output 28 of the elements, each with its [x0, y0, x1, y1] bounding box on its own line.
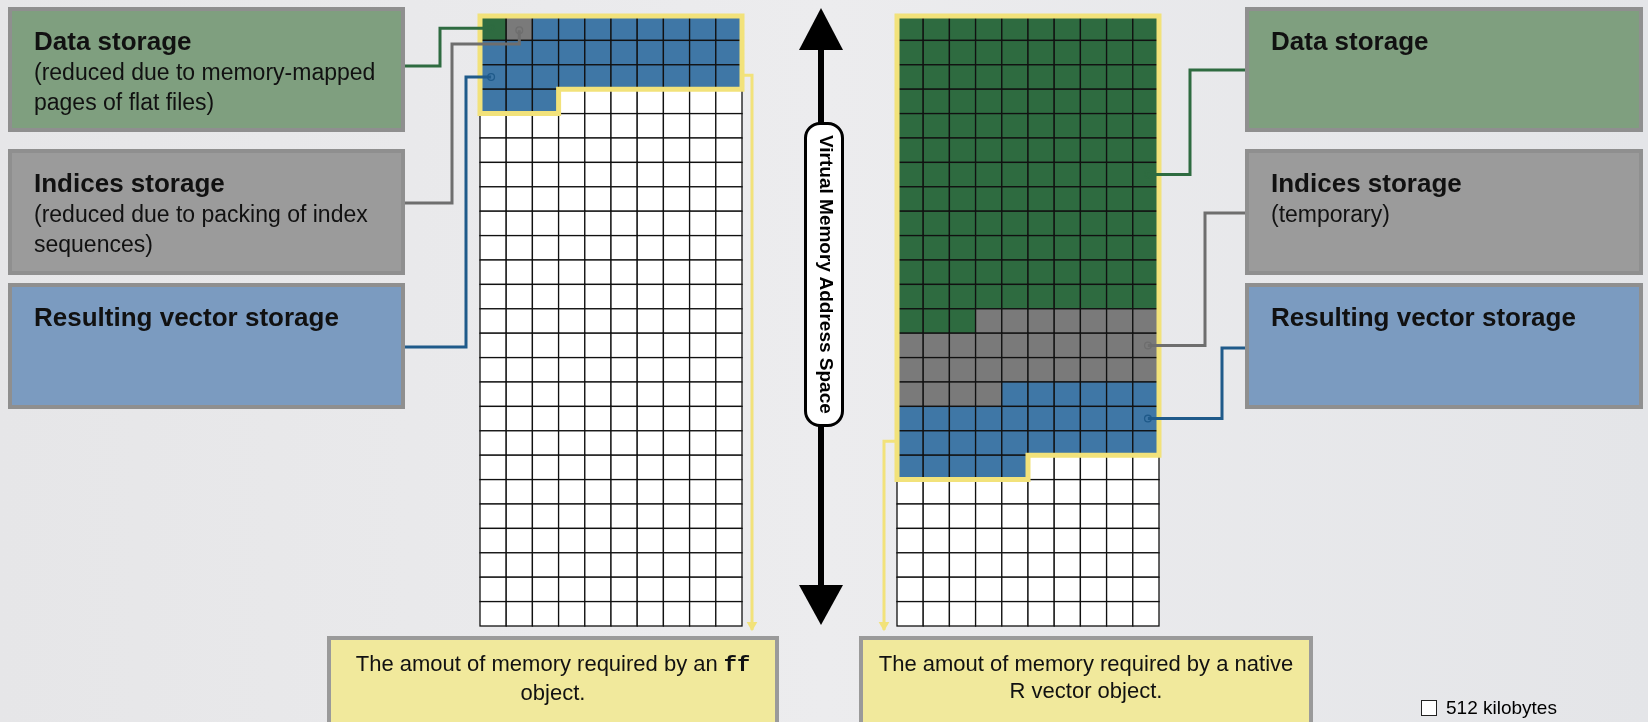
box-description: (reduced due to packing of index sequences) [34, 200, 369, 259]
box-description: (temporary) [1271, 200, 1391, 229]
arrow [878, 439, 895, 632]
leader-line [405, 73, 496, 349]
box-heading: Indices storage [34, 167, 226, 199]
callout-text: The amout of memory required by a native R vector object. [878, 651, 1294, 703]
label-box [1245, 149, 1643, 275]
leader-line [1143, 211, 1245, 350]
label-box [8, 149, 405, 275]
arrow [744, 73, 758, 632]
box-heading: Data storage [34, 25, 193, 57]
box-heading: Data storage [1271, 25, 1430, 57]
box-description: (reduced due to memory-mapped pages of flat files) [34, 58, 377, 117]
box-heading: Resulting vector storage [34, 301, 340, 333]
label-box [8, 7, 405, 132]
leader-line [1143, 346, 1245, 423]
label-box [1245, 283, 1643, 409]
box-heading: Indices storage [1271, 167, 1463, 199]
leader-line [405, 26, 524, 205]
axis-label: Virtual Memory Address Space [804, 122, 844, 427]
callout-text: The amout of memory required by an ff object. [355, 651, 751, 705]
callout-box [327, 636, 779, 722]
legend-text: 512 kilobytes [1446, 697, 1557, 719]
box-heading: Resulting vector storage [1271, 301, 1577, 333]
callout-box [859, 636, 1313, 722]
label-box [8, 283, 405, 409]
memory-usage-outline [894, 13, 1162, 483]
label-box [1245, 7, 1643, 132]
